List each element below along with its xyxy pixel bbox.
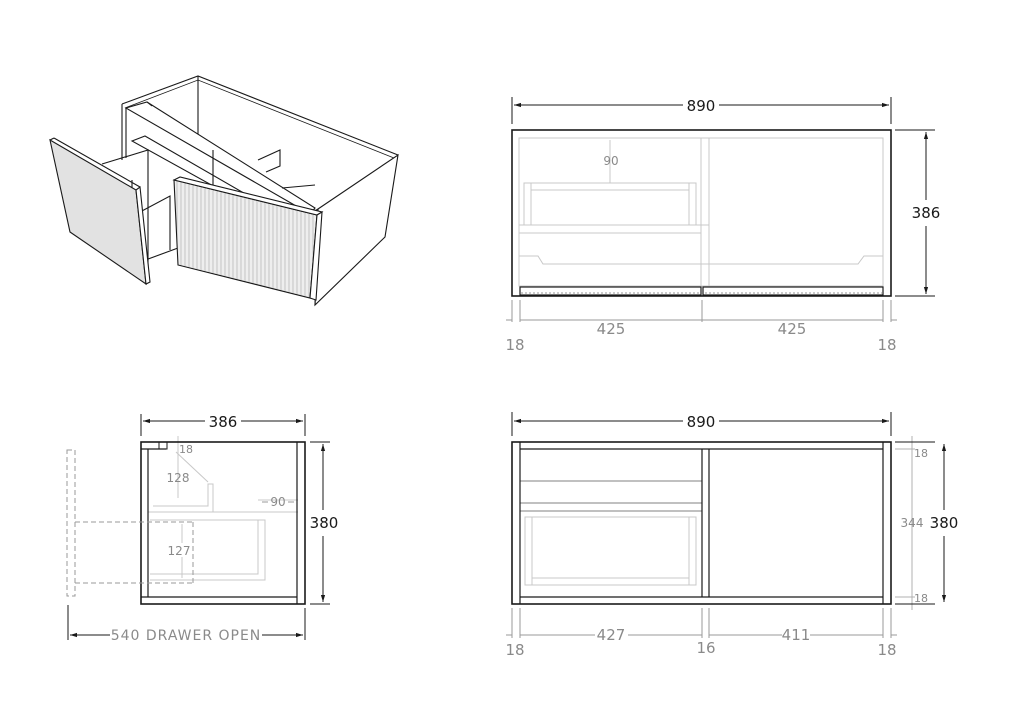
front-view-hidden-lines xyxy=(524,516,697,586)
front-view-height-label: 380 xyxy=(930,514,959,532)
front-view: 890 18 344 18 380 427 xyxy=(505,412,958,659)
side-view-height-label: 380 xyxy=(310,514,339,532)
side-view: 18 128 90 127 386 380 540 DRAWER OPEN xyxy=(66,413,339,644)
side-view-rear-offset-label: 90 xyxy=(270,495,285,509)
top-view-hidden-lines xyxy=(518,137,884,290)
top-view-outline xyxy=(511,129,892,297)
side-view-open-drawer xyxy=(66,449,194,597)
top-view-left-drawer-label: 425 xyxy=(597,320,626,338)
top-view-right-drawer-label: 425 xyxy=(778,320,807,338)
isometric-view xyxy=(49,75,399,307)
side-view-upper-drawer-label: 128 xyxy=(167,471,190,485)
front-view-outline xyxy=(511,441,892,605)
front-view-left-panel-label: 18 xyxy=(505,641,524,659)
top-view-left-drawer-front xyxy=(519,286,702,296)
side-view-outline xyxy=(140,441,306,605)
top-view-right-panel-label: 18 xyxy=(877,336,896,354)
side-view-depth-label: 386 xyxy=(209,413,238,431)
front-view-top-panel-label: 18 xyxy=(914,447,928,460)
front-view-divider-label: 16 xyxy=(696,639,715,657)
top-view-width-label: 890 xyxy=(687,97,716,115)
front-view-width-label: 890 xyxy=(687,413,716,431)
side-view-hidden-lines xyxy=(148,436,298,581)
top-view-depth-label: 386 xyxy=(912,204,941,222)
front-view-left-opening-label: 427 xyxy=(597,626,626,644)
top-view-left-panel-label: 18 xyxy=(505,336,524,354)
side-view-top-panel-label: 18 xyxy=(179,443,193,456)
front-view-right-panel-label: 18 xyxy=(877,641,896,659)
front-view-bottom-panel-label: 18 xyxy=(914,592,928,605)
side-view-drawer-open-label: 540 DRAWER OPEN xyxy=(111,628,262,644)
top-view-right-drawer-front xyxy=(702,286,884,296)
top-view-offset-label: 90 xyxy=(603,154,618,168)
side-view-lower-drawer-label: 127 xyxy=(168,544,191,558)
top-view: 890 386 90 425 425 18 18 xyxy=(505,97,940,354)
front-view-inner-height-label: 344 xyxy=(901,516,924,530)
front-view-drawer-lines xyxy=(520,480,702,512)
front-view-right-opening-label: 411 xyxy=(782,626,811,644)
